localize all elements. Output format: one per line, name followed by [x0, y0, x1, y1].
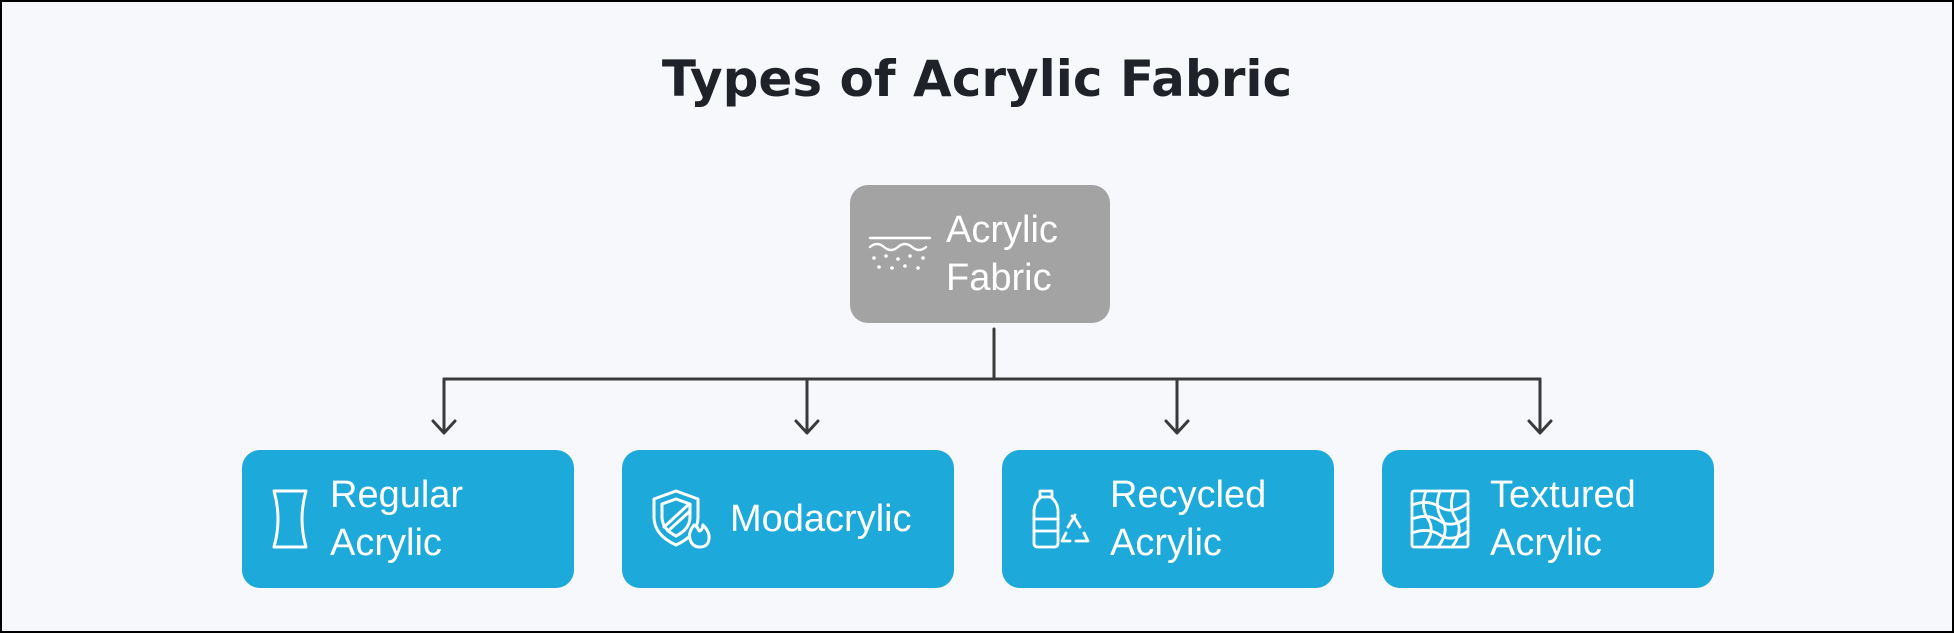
arrowhead-textured: [1527, 419, 1553, 435]
diagram-title: Types of Acrylic Fabric: [661, 50, 1293, 108]
textured-weave-icon: [1408, 487, 1472, 551]
node-regular-acrylic: Regular Acrylic: [242, 450, 574, 588]
flame-resistant-shield-icon: [648, 487, 712, 551]
node-recycled-acrylic: Recycled Acrylic: [1002, 450, 1334, 588]
node-label: Textured Acrylic: [1490, 474, 1636, 564]
node-modacrylic: Modacrylic: [622, 450, 954, 588]
recycled-bottle-icon: [1028, 487, 1092, 551]
root-node-acrylic-fabric: Acrylic Fabric: [850, 185, 1110, 323]
node-label: Modacrylic: [730, 498, 912, 540]
root-node-label: Acrylic Fabric: [946, 209, 1058, 299]
arrowhead-modacrylic: [794, 419, 820, 435]
node-textured-acrylic: Textured Acrylic: [1382, 450, 1714, 588]
fiber-spool-icon: [268, 487, 312, 551]
node-label: Regular Acrylic: [330, 474, 464, 564]
node-label: Recycled Acrylic: [1110, 474, 1267, 564]
arrowhead-recycled: [1164, 419, 1190, 435]
arrowhead-regular: [431, 419, 457, 435]
fabric-texture-icon: [868, 232, 932, 276]
